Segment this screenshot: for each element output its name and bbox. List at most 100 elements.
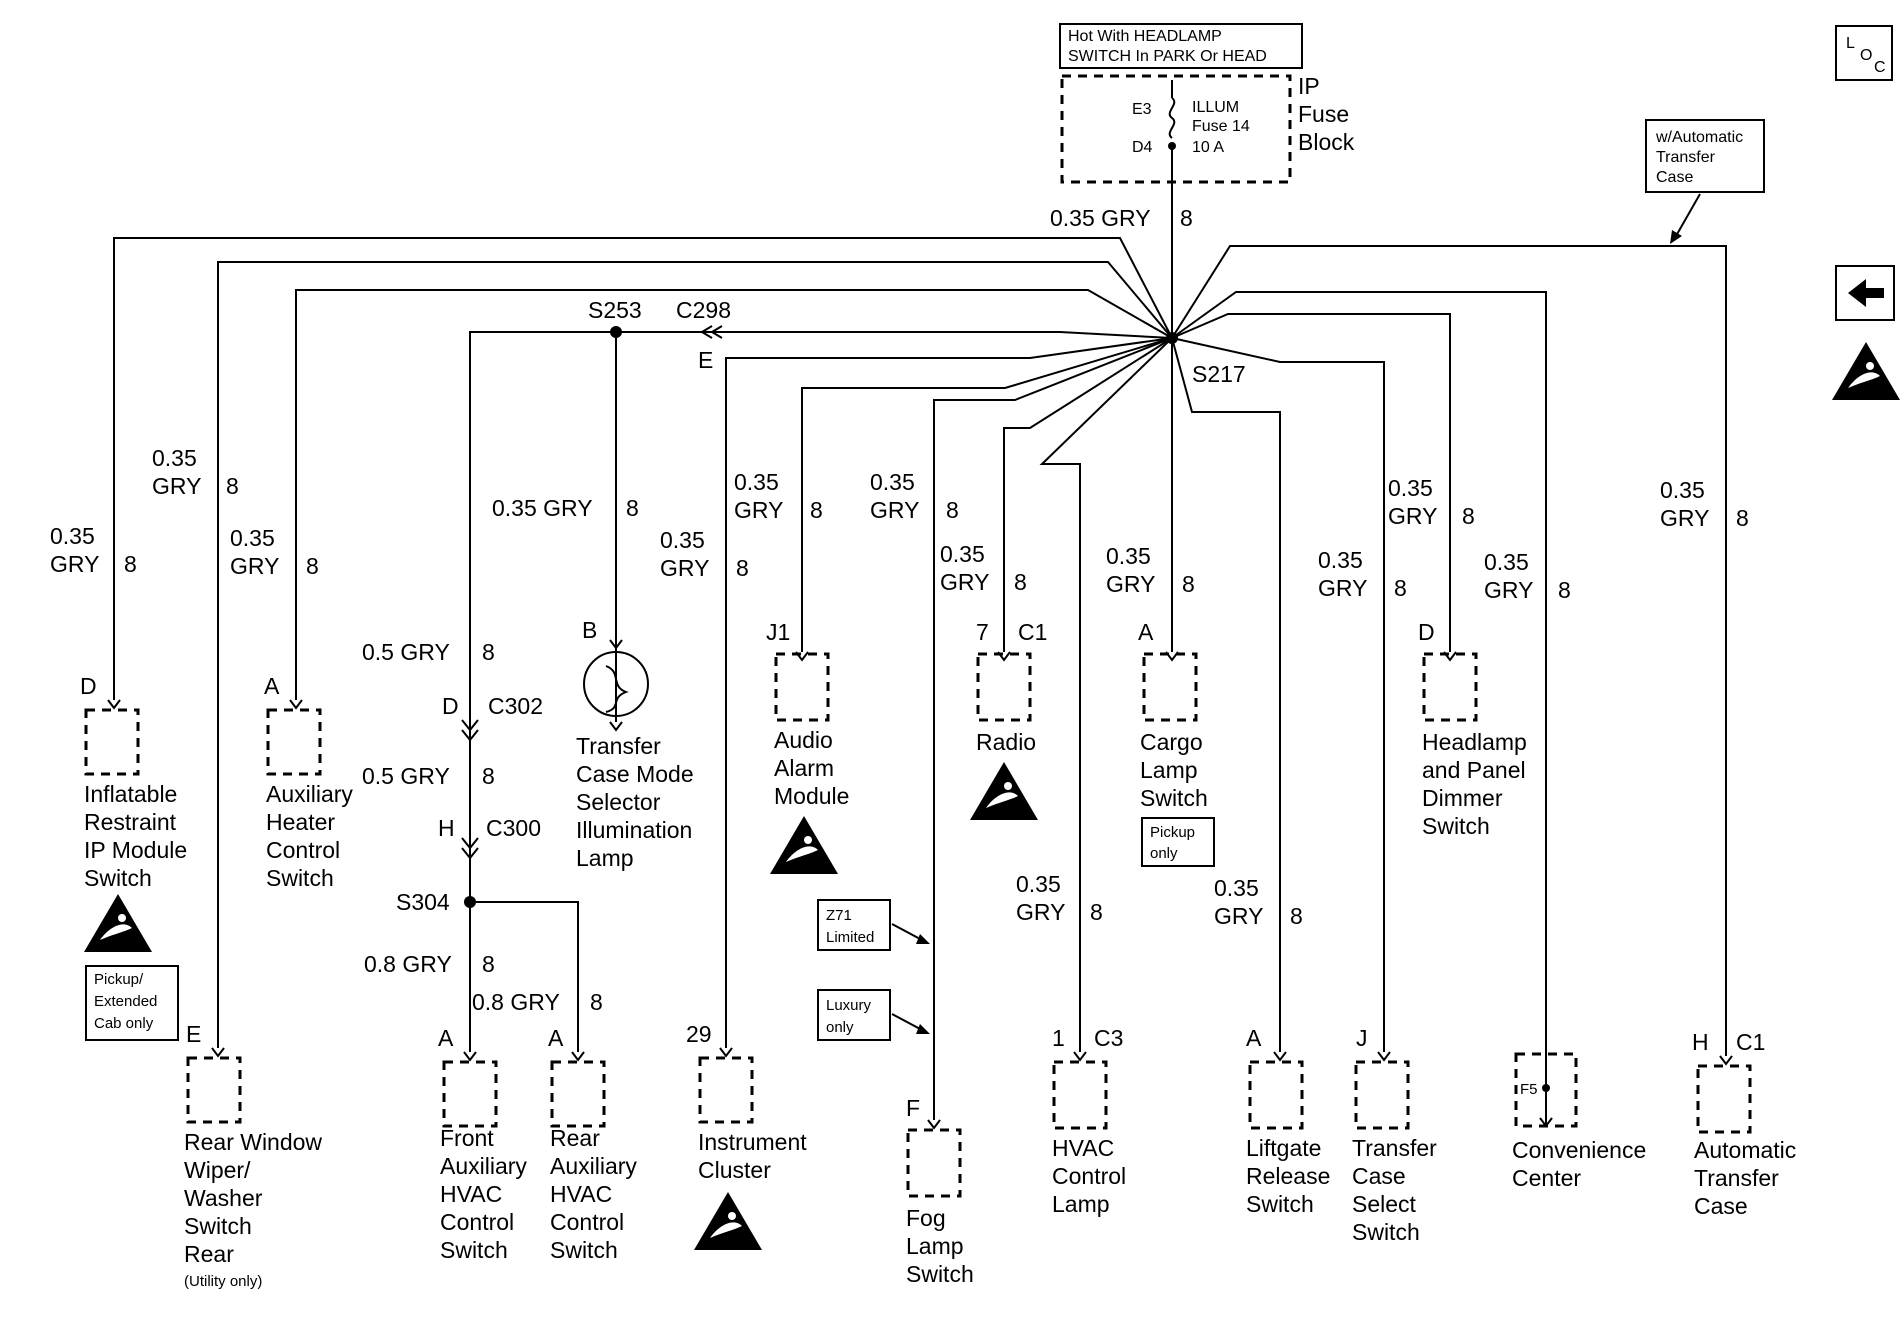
pin-label: A [264,673,280,699]
component-name: Illumination [576,817,692,843]
pin-label: J [1356,1025,1368,1051]
component-name: Heater [266,809,335,835]
connector-label: C3 [1094,1025,1123,1051]
component-name: HVAC [550,1181,612,1207]
component-name: Case Mode [576,761,694,787]
component-name: Control [1052,1163,1126,1189]
utility-only-note: (Utility only) [184,1273,262,1290]
component-name: Wiper/ [184,1157,251,1183]
fuse-name-2: Fuse 14 [1192,118,1250,135]
wire-circuit: 8 [590,989,603,1015]
back-button[interactable] [1835,265,1895,321]
component-name: Control [440,1209,514,1235]
component-name: Lamp [906,1233,964,1259]
loc-l: L [1846,35,1855,52]
s304-splice [464,896,476,908]
loc-button[interactable]: L O C [1835,25,1893,81]
component-name: Control [266,837,340,863]
component-name: HVAC [440,1181,502,1207]
wire-color: GRY [734,497,783,523]
note-text: Limited [826,929,874,946]
component-name: Audio [774,727,833,753]
wire-circuit: 8 [482,951,495,977]
component-name: Fog [906,1205,946,1231]
s217-label: S217 [1192,361,1246,387]
fuse-pin-e3: E3 [1132,101,1152,118]
component-rear-wiper-switch: E Rear Window Wiper/ Washer Switch Rear … [184,1021,322,1290]
s217-harness [113,237,1727,1126]
component-name: Radio [976,729,1036,755]
s253-label: S253 [588,297,642,323]
pin-label: F [906,1095,920,1121]
fuse-name-1: ILLUM [1192,99,1239,116]
wire-size: 0.35 [1388,475,1433,501]
component-name: and Panel [1422,757,1526,783]
pin-label: 29 [686,1021,712,1047]
component-hvac-control-lamp: 1 C3 HVAC Control Lamp [1052,1025,1126,1217]
component-name: IP Module [84,837,187,863]
s253-splice [610,326,622,338]
component-name: Convenience [1512,1137,1646,1163]
component-name: Rear [550,1125,600,1151]
component-name: Switch [550,1237,618,1263]
component-fog-lamp-switch: F Fog Lamp Switch [906,1095,974,1287]
component-name: Selector [576,789,661,815]
wire-color: GRY [1318,575,1367,601]
wire-circuit: 8 [482,763,495,789]
component-name: Select [1352,1191,1417,1217]
wire-color: GRY [660,555,709,581]
wire-label: 0.35 GRY [492,495,593,521]
component-name: Module [774,783,849,809]
wire-circuit: 8 [1394,575,1407,601]
wire-size: 0.35 [1106,543,1151,569]
wire-color: GRY [50,551,99,577]
component-liftgate-release-switch: A Liftgate Release Switch [1246,1025,1330,1217]
component-name: Switch [440,1237,508,1263]
component-name: Restraint [84,809,177,835]
pin-label: A [1246,1025,1262,1051]
component-name: Center [1512,1165,1581,1191]
wire-circuit: 8 [1014,569,1027,595]
pin-label: 1 [1052,1025,1065,1051]
wire-color: GRY [940,569,989,595]
fuse-name-3: 10 A [1192,139,1224,156]
fuse-block-label-1: IP [1298,73,1320,99]
wire-circuit: 8 [810,497,823,523]
wire-circuit: 8 [1462,503,1475,529]
wire-label: 0.8 GRY [364,951,452,977]
component-name: Switch [84,865,152,891]
component-name: Switch [1140,785,1208,811]
fuse-block-label-2: Fuse [1298,101,1349,127]
component-name: Release [1246,1163,1330,1189]
wire-size: 0.35 [870,469,915,495]
component-name: Auxiliary [440,1153,527,1179]
component-name: Case [1694,1193,1748,1219]
component-name: Case [1352,1163,1406,1189]
feed-wire-label: 0.35 GRY [1050,205,1151,231]
wire-size: 0.35 [940,541,985,567]
pin-label: 7 [976,619,989,645]
wire-size: 0.35 [152,445,197,471]
component-name: Headlamp [1422,729,1527,755]
component-radio: 7 C1 Radio [970,619,1047,820]
component-name: Alarm [774,755,834,781]
hot-note-box: Hot With HEADLAMP SWITCH In PARK Or HEAD [1059,23,1303,69]
connector-label: C1 [1018,619,1047,645]
wire-circuit: 8 [226,473,239,499]
component-name: Lamp [576,845,634,871]
component-name: Switch [184,1213,252,1239]
c302-pin-label: D [442,693,459,719]
component-cargo-lamp-switch: A Cargo Lamp Switch Pickup only [1138,619,1215,867]
c302-label: C302 [488,693,543,719]
component-instrument-cluster: 29 Instrument Cluster [686,1021,807,1250]
wire-labels: 0.35 GRY 8 0.35 GRY 8 0.35 GRY 8 0.35 GR… [50,445,1749,1015]
wire-color: GRY [1388,503,1437,529]
esd-warning-icon [770,816,838,874]
component-convenience-center: F5 Convenience Center [1512,1052,1646,1191]
wire-circuit: 8 [1558,577,1571,603]
wire-label: 0.5 GRY [362,639,450,665]
wire-color: GRY [870,497,919,523]
pin-label: J1 [766,619,790,645]
loc-c: C [1874,59,1886,76]
wire-circuit: 8 [946,497,959,523]
